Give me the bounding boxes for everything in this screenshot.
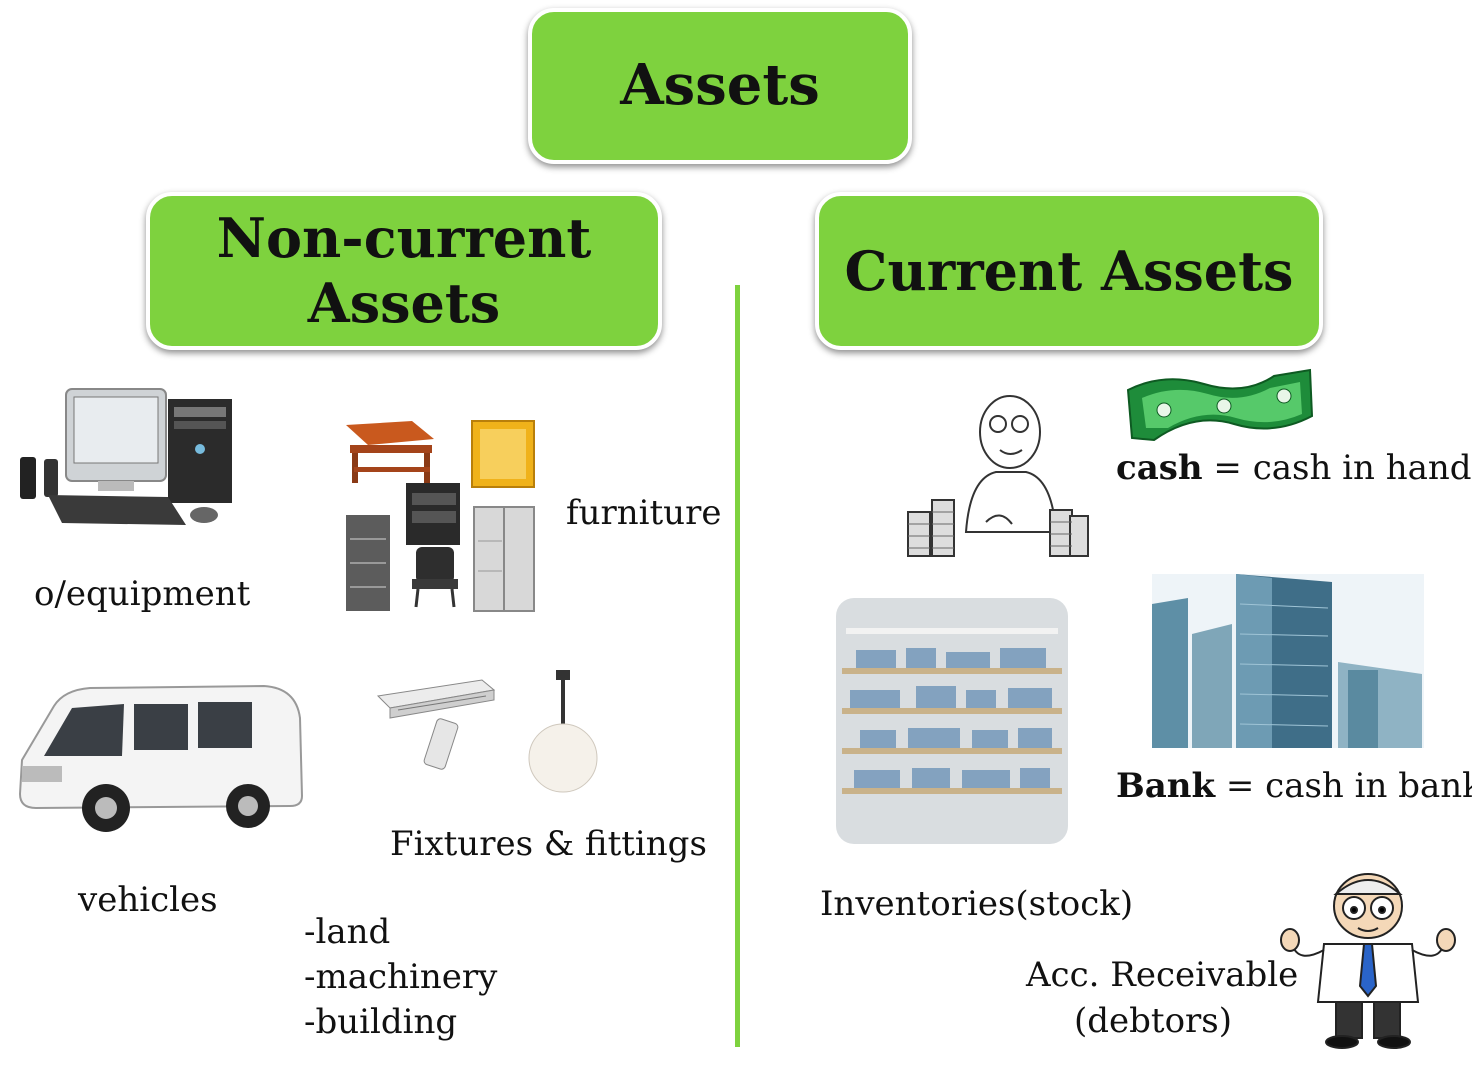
noncurrent-title-line2: Assets — [307, 271, 501, 335]
office-equipment-label: o/equipment — [34, 574, 251, 614]
divider-line — [735, 285, 740, 1047]
computer-icon — [18, 385, 238, 535]
cash-definition: = cash in hand — [1202, 448, 1472, 488]
receivable-line2: (debtors) — [1073, 1001, 1232, 1041]
current-assets-box: Current Assets — [815, 192, 1323, 350]
assets-title: Assets — [620, 52, 820, 119]
fixtures-label: Fixtures & fittings — [390, 824, 707, 864]
bank-term: Bank — [1116, 766, 1216, 806]
banknotes-icon — [1124, 366, 1316, 444]
businessman-coins-icon — [900, 392, 1092, 564]
inventories-label: Inventories(stock) — [820, 884, 1134, 924]
assets-box: Assets — [528, 8, 912, 164]
skyscraper-icon — [1152, 574, 1424, 748]
noncurrent-title-line1: Non-current — [216, 206, 592, 271]
receivable-line1: Acc. Receivable — [1026, 955, 1299, 995]
van-icon — [14, 678, 306, 848]
store-shelves-icon — [836, 598, 1068, 868]
receivable-label: Acc. Receivable (debtors) — [1026, 952, 1299, 1044]
current-assets-title: Current Assets — [844, 238, 1294, 303]
furniture-icon — [342, 415, 540, 615]
other-assets-list: -land -machinery -building — [304, 910, 497, 1045]
empty-pockets-man-icon — [1278, 868, 1458, 1050]
bank-label: Bank = cash in bank — [1116, 764, 1472, 808]
noncurrent-assets-box: Non-current Assets — [146, 192, 662, 350]
vehicles-label: vehicles — [78, 880, 218, 920]
building-item: -building — [304, 1002, 458, 1042]
cash-label: cash = cash in hand — [1116, 446, 1472, 490]
land-item: -land — [304, 912, 391, 952]
fixtures-icon — [374, 666, 606, 796]
machinery-item: -machinery — [304, 957, 498, 997]
furniture-label: furniture — [566, 493, 722, 533]
cash-term: cash — [1116, 448, 1203, 488]
bank-definition: = cash in bank — [1215, 766, 1472, 806]
